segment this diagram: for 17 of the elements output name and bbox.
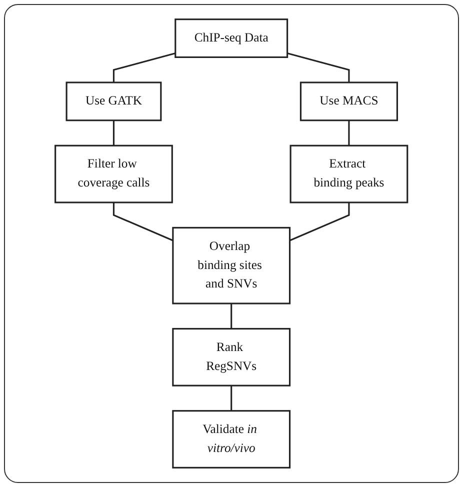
node-box [172,410,291,468]
connector [290,202,350,242]
connector [230,304,232,329]
connector [287,52,350,82]
connector [113,52,176,82]
connector [348,120,350,146]
node-box [290,144,408,204]
node-box [174,18,288,58]
connector [113,120,115,146]
connector [230,386,232,411]
node-box [54,144,174,204]
node-box [300,82,398,122]
diagram-frame: ChIP-seq Data Use GATK Use MACS Filter low coverage calls Extract binding peaks Overlap binding sites and SNVs Rank RegSNVs Validate in vitro/vivo [4,4,459,483]
node-box [172,328,291,386]
node-box [172,226,291,304]
connector [113,202,174,242]
node-box [66,82,162,122]
